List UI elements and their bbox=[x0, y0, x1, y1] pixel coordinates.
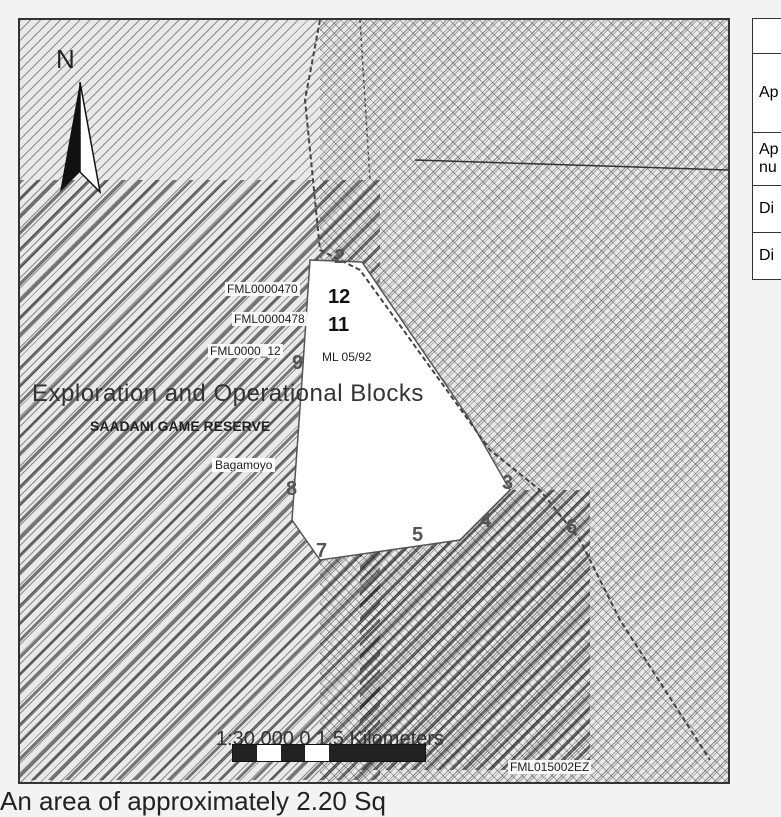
reserve-label: SAADANI GAME RESERVE bbox=[90, 418, 270, 434]
licence-block-polygon bbox=[292, 260, 510, 560]
point-label: 4 bbox=[480, 510, 491, 533]
licence-label: FML0000478 bbox=[232, 312, 307, 326]
table-cell: Di bbox=[753, 233, 781, 280]
point-label: 7 bbox=[316, 540, 327, 563]
table-row: Di bbox=[753, 186, 781, 233]
point-label: 8 bbox=[286, 478, 297, 501]
licence-label: FML0000470 bbox=[225, 282, 300, 296]
licence-label: FML0000_12 bbox=[208, 344, 283, 358]
map-title: Exploration and Operational Blocks bbox=[32, 380, 424, 408]
point-label: 3 bbox=[502, 472, 513, 495]
road-line bbox=[360, 20, 370, 180]
table-row bbox=[753, 19, 781, 54]
point-label: 6 bbox=[566, 516, 577, 539]
town-label: Bagamoyo bbox=[212, 458, 275, 472]
table-cell bbox=[753, 19, 781, 54]
scale-bar bbox=[232, 744, 426, 762]
district-boundary bbox=[415, 160, 728, 170]
point-label: 9 bbox=[292, 352, 303, 375]
point-label: 5 bbox=[412, 524, 423, 547]
table-row: Ap bbox=[753, 54, 781, 133]
licence-label: ML 05/92 bbox=[320, 350, 374, 364]
north-label: N bbox=[56, 44, 75, 75]
table-row: Ap nu bbox=[753, 133, 781, 186]
table-cell: Di bbox=[753, 186, 781, 233]
info-table: Ap Ap nu Di Di bbox=[752, 18, 781, 280]
caption-text: An area of approximately 2.20 Sq bbox=[0, 786, 386, 817]
point-label: 2 bbox=[334, 246, 345, 269]
map[interactable]: N FML0000470 FML0000478 FML0000_12 ML 05… bbox=[18, 18, 730, 784]
table-cell: Ap nu bbox=[753, 133, 781, 186]
table-cell: Ap bbox=[753, 54, 781, 133]
point-label: 11 bbox=[328, 314, 349, 337]
licence-label: FML015002EZ bbox=[508, 760, 591, 774]
point-label: 12 bbox=[328, 286, 350, 309]
table-row: Di bbox=[753, 233, 781, 280]
